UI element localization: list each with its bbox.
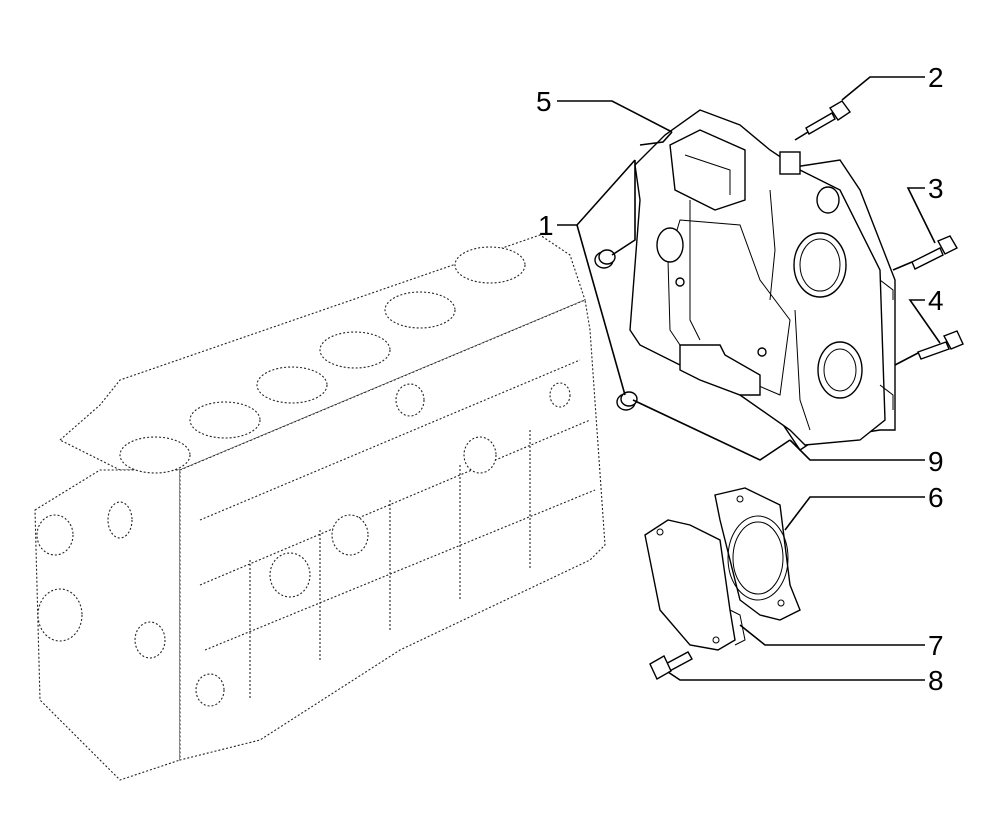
bolt-4 [917,330,964,360]
gear-housing [629,109,896,451]
cover-plate-7 [644,519,746,651]
callout-8: 8 [928,665,944,696]
plug-lower [616,391,638,411]
bolt-2 [805,100,851,135]
callout-1: 1 [538,210,554,241]
callout-4: 4 [928,285,944,316]
leader-lines [557,76,941,681]
plug-upper [594,249,616,269]
bolt-8 [649,651,693,680]
callout-3: 3 [928,173,944,204]
engine-block [34,234,606,781]
callout-9: 9 [928,446,944,477]
callout-6: 6 [928,482,944,513]
gasket-6 [714,487,801,621]
callout-5: 5 [536,86,552,117]
callout-2: 2 [928,62,944,93]
bolt-3 [911,235,958,270]
callout-7: 7 [928,630,944,661]
